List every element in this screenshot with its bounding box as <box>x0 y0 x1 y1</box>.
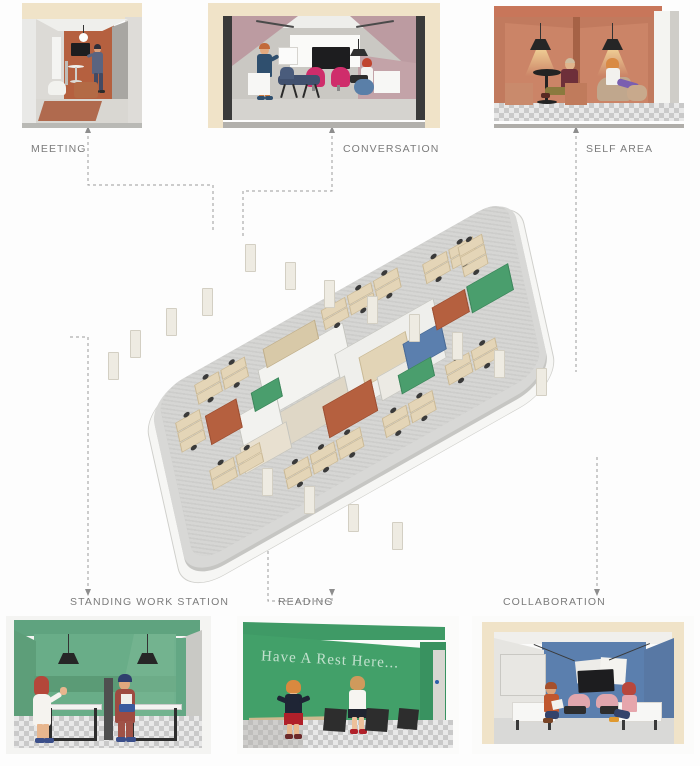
callout-label-self-area: SELF AREA <box>586 143 654 155</box>
plan-column <box>536 368 547 396</box>
callout-image-meeting[interactable] <box>22 3 142 128</box>
plan-column <box>304 486 315 514</box>
plan-column <box>166 308 177 336</box>
callout-image-self-area[interactable] <box>487 3 692 128</box>
callout-label-conversation: CONVERSATION <box>343 143 440 155</box>
plan-column <box>245 244 256 272</box>
plan-column <box>452 332 463 360</box>
callout-image-conversation[interactable] <box>208 3 440 128</box>
plan-column <box>202 288 213 316</box>
callout-label-collaboration: COLLABORATION <box>503 596 606 608</box>
plan-column <box>108 352 119 380</box>
callout-label-standing-work-station: STANDING WORK STATION <box>70 596 230 608</box>
plan-column <box>262 468 273 496</box>
plan-column <box>285 262 296 290</box>
callout-label-reading: READING <box>278 596 334 608</box>
plan-column <box>324 280 335 308</box>
callout-image-reading[interactable]: Have A Rest Here... <box>237 616 459 754</box>
plan-column <box>367 296 378 324</box>
callout-image-collaboration[interactable] <box>472 616 694 754</box>
plan-column <box>409 314 420 342</box>
callout-image-standing-work-station[interactable] <box>6 616 211 754</box>
plan-column <box>392 522 403 550</box>
plan-column <box>348 504 359 532</box>
plan-column <box>130 330 141 358</box>
isometric-floor-plan[interactable] <box>62 193 638 598</box>
plan-column <box>494 350 505 378</box>
callout-label-meeting: MEETING <box>31 143 87 155</box>
